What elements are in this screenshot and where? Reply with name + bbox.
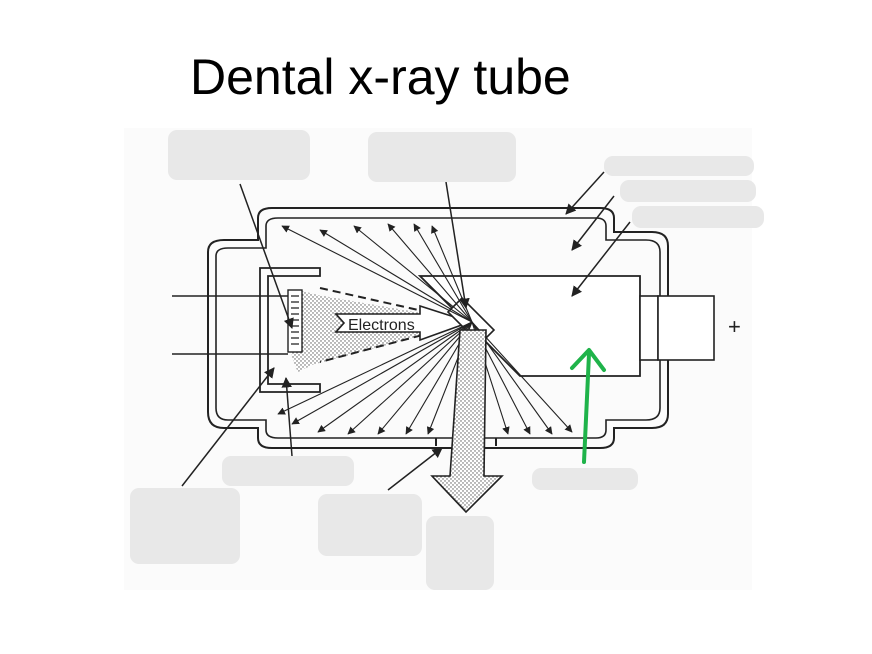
cathode-focusing-cup xyxy=(259,267,321,393)
tube-housing-outer xyxy=(207,207,669,449)
anode-terminal-sign: + xyxy=(728,314,741,339)
blank-label-box-glass-envelope xyxy=(604,156,754,176)
copper-anode xyxy=(417,275,641,377)
anode-stem xyxy=(639,295,659,361)
anode-terminal xyxy=(657,295,715,361)
highlight-arrow xyxy=(570,348,606,464)
blank-label-box-cathode xyxy=(130,488,240,564)
label-leaders xyxy=(181,171,631,491)
blank-label-box-target xyxy=(368,132,516,182)
electrons-label: Electrons xyxy=(348,317,415,334)
blank-label-box-vacuum xyxy=(620,180,756,202)
slide-title: Dental x-ray tube xyxy=(190,49,571,105)
blank-label-box-xray-beam xyxy=(426,516,494,590)
blank-label-box-tungsten-filament xyxy=(222,456,354,486)
blank-label-box-anode xyxy=(632,206,764,228)
blank-label-box-window xyxy=(318,494,422,556)
tube-housing-inner xyxy=(215,217,661,439)
blank-label-box-copper-stem xyxy=(532,468,638,490)
electrons-arrow xyxy=(334,304,473,342)
electron-beam-outline xyxy=(319,287,473,363)
primary-xray-beam xyxy=(430,329,504,514)
blank-label-box-filament xyxy=(168,130,310,180)
xray-emission-rays xyxy=(277,223,573,435)
